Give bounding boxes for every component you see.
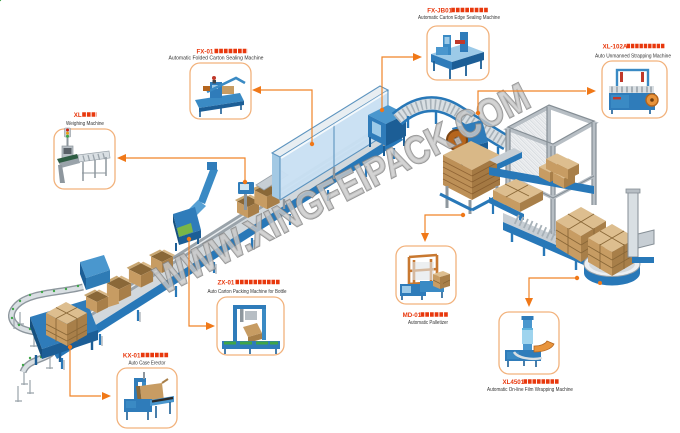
svg-text:XL4501: XL4501	[503, 379, 525, 386]
svg-text:Auto Carton Packing Machine fo: Auto Carton Packing Machine for Bottle	[208, 289, 287, 295]
svg-text:XL-102A: XL-102A	[603, 43, 628, 50]
svg-text:FX-JB01: FX-JB01	[427, 7, 452, 14]
svg-text:Automatic On-line Film Wrappin: Automatic On-line Film Wrapping Machine	[487, 387, 573, 393]
svg-text:FX-01: FX-01	[197, 48, 214, 55]
svg-text:Auto Case Erector: Auto Case Erector	[129, 361, 166, 367]
svg-text:KX-01: KX-01	[123, 352, 141, 359]
svg-text:ZX-01: ZX-01	[218, 279, 235, 286]
svg-text:Automatic Palletizer: Automatic Palletizer	[408, 320, 448, 326]
svg-text:Weighing Machine: Weighing Machine	[66, 121, 104, 127]
svg-text:MD-01: MD-01	[403, 312, 422, 319]
svg-text:XL: XL	[74, 112, 82, 119]
svg-text:Automatic Folded Carton Sealin: Automatic Folded Carton Sealing Machine	[169, 56, 264, 62]
svg-text:Automatic Carton Edge Sealing: Automatic Carton Edge Sealing Machine	[418, 15, 500, 21]
svg-text:Auto Unmanned Strapping Machin: Auto Unmanned Strapping Machine	[595, 54, 671, 60]
